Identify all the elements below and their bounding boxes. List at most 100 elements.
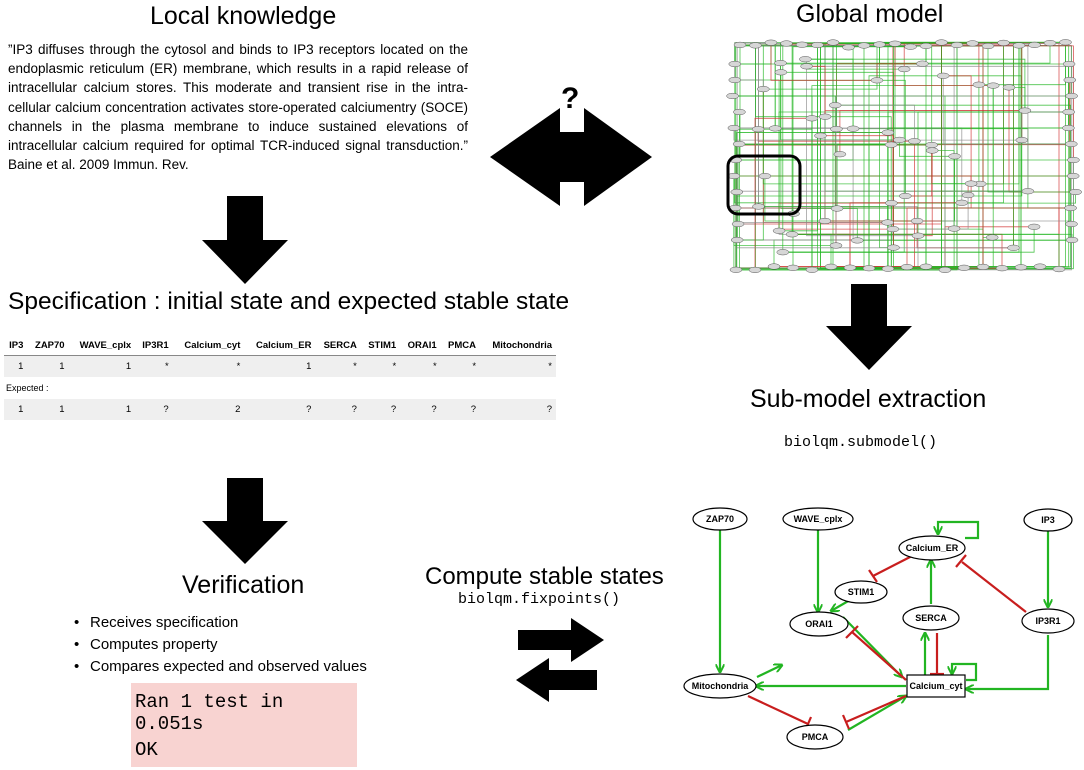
global-model-edge	[837, 208, 858, 241]
global-model-node	[886, 226, 900, 233]
global-model-node	[1033, 263, 1047, 270]
global-model-node	[1069, 188, 1082, 196]
node-label: PMCA	[802, 732, 829, 742]
global-model-node	[1007, 244, 1020, 251]
table-cell: *	[400, 355, 441, 377]
global-model-node	[774, 60, 787, 67]
edge-calciumer-stim1	[872, 555, 913, 577]
global-model-node	[728, 60, 742, 68]
question-mark: ?	[561, 82, 580, 115]
global-model-node	[786, 264, 800, 271]
column-header: PMCA	[440, 336, 481, 356]
global-model-node	[1062, 124, 1075, 132]
global-model-node	[757, 86, 770, 93]
global-model-edge	[905, 145, 933, 197]
global-model-edge	[792, 233, 1060, 270]
table-cell: ?	[400, 399, 441, 420]
global-model-node	[800, 63, 813, 70]
table-cell: ?	[244, 399, 316, 420]
node-label: IP3R1	[1035, 616, 1060, 626]
specification-table: IP3 ZAP70 WAVE_cplx IP3R1 Calcium_cyt Ca…	[4, 336, 556, 420]
edge-calciumcyt-pmca-bar	[841, 714, 851, 730]
node-label: Calcium_cyt	[909, 681, 962, 691]
global-model-edge	[942, 75, 1072, 145]
global-model-node	[908, 138, 921, 145]
global-model-node	[862, 265, 876, 272]
table-cell: ?	[315, 399, 361, 420]
global-model-edge	[754, 117, 812, 270]
global-model-node	[728, 76, 742, 84]
global-model-node	[799, 56, 812, 63]
table-cell: ?	[360, 399, 401, 420]
global-model-node	[730, 236, 744, 244]
global-model-node	[873, 41, 886, 48]
global-model-edge	[778, 111, 1069, 231]
global-model-edge	[758, 206, 889, 223]
global-model-node	[972, 81, 986, 88]
global-model-node	[1067, 156, 1080, 164]
node-mitochondria	[683, 673, 757, 699]
specification-title: Specification : initial state and expect…	[8, 288, 570, 315]
global-model-node	[985, 234, 999, 241]
global-model-node	[881, 129, 895, 136]
node-label: IP3	[1041, 515, 1055, 525]
global-model-node	[826, 39, 840, 46]
column-header: Mitochondria	[480, 336, 556, 356]
global-model-edge	[906, 207, 1071, 268]
column-header: IP3	[4, 336, 28, 356]
down-arrow-left-1	[202, 196, 288, 284]
global-model-node	[731, 220, 745, 228]
down-arrow-right	[826, 284, 912, 370]
global-model-node	[1065, 220, 1078, 228]
global-model-node	[1014, 264, 1028, 271]
global-model-node	[726, 92, 739, 100]
global-model-node	[910, 217, 924, 225]
global-model-node	[830, 126, 843, 133]
global-model-edge	[774, 141, 915, 267]
global-model-node	[897, 66, 911, 73]
global-model-edge	[762, 89, 981, 185]
global-model-edge	[782, 69, 905, 253]
global-model-node	[829, 242, 843, 249]
global-model-edge	[820, 135, 894, 248]
left-arrow	[516, 658, 597, 702]
bidirectional-arrow	[490, 108, 652, 206]
down-arrow-left-2	[202, 478, 288, 564]
global-model-node	[795, 41, 809, 48]
global-model-node	[885, 200, 898, 207]
verification-bullets: Receives specification Computes property…	[74, 612, 367, 678]
global-model-node	[1012, 42, 1026, 49]
node-label: ZAP70	[706, 514, 734, 524]
global-model-node	[986, 82, 1000, 89]
global-model-node	[772, 227, 786, 234]
global-model-node	[957, 264, 971, 271]
node-ip3	[1023, 508, 1073, 532]
table-cell: *	[135, 355, 173, 377]
table-cell: ?	[440, 399, 481, 420]
initial-state-row: 1 1 1 * * 1 * * * * *	[4, 355, 556, 377]
global-model-edge	[836, 144, 932, 209]
global-model-node	[764, 39, 778, 46]
table-cell: 1	[27, 355, 69, 377]
node-label: WAVE_cplx	[794, 514, 843, 524]
edge-calciumer-self	[938, 520, 980, 540]
global-model-node	[846, 125, 860, 132]
table-cell: *	[315, 355, 361, 377]
table-header-row: IP3 ZAP70 WAVE_cplx IP3R1 Calcium_cyt Ca…	[4, 336, 556, 356]
global-model-node	[904, 43, 917, 50]
compute-title: Compute stable states	[425, 563, 664, 590]
global-model-node	[964, 180, 978, 187]
global-model-node	[950, 41, 964, 49]
table-cell: 1	[244, 355, 316, 377]
global-model-node	[1043, 40, 1057, 47]
global-model-node	[1002, 84, 1016, 91]
edge-calciumcyt-self	[952, 662, 978, 682]
edge-calciumcyt-orai1	[851, 631, 907, 681]
global-model-node	[881, 219, 894, 226]
expected-label-row: Expected :	[4, 377, 556, 399]
global-model-node	[752, 203, 765, 210]
global-model-title: Global model	[796, 0, 944, 28]
global-model-node	[733, 41, 747, 48]
global-model-node	[955, 199, 969, 206]
bullet-item: Compares expected and observed values	[74, 656, 367, 678]
